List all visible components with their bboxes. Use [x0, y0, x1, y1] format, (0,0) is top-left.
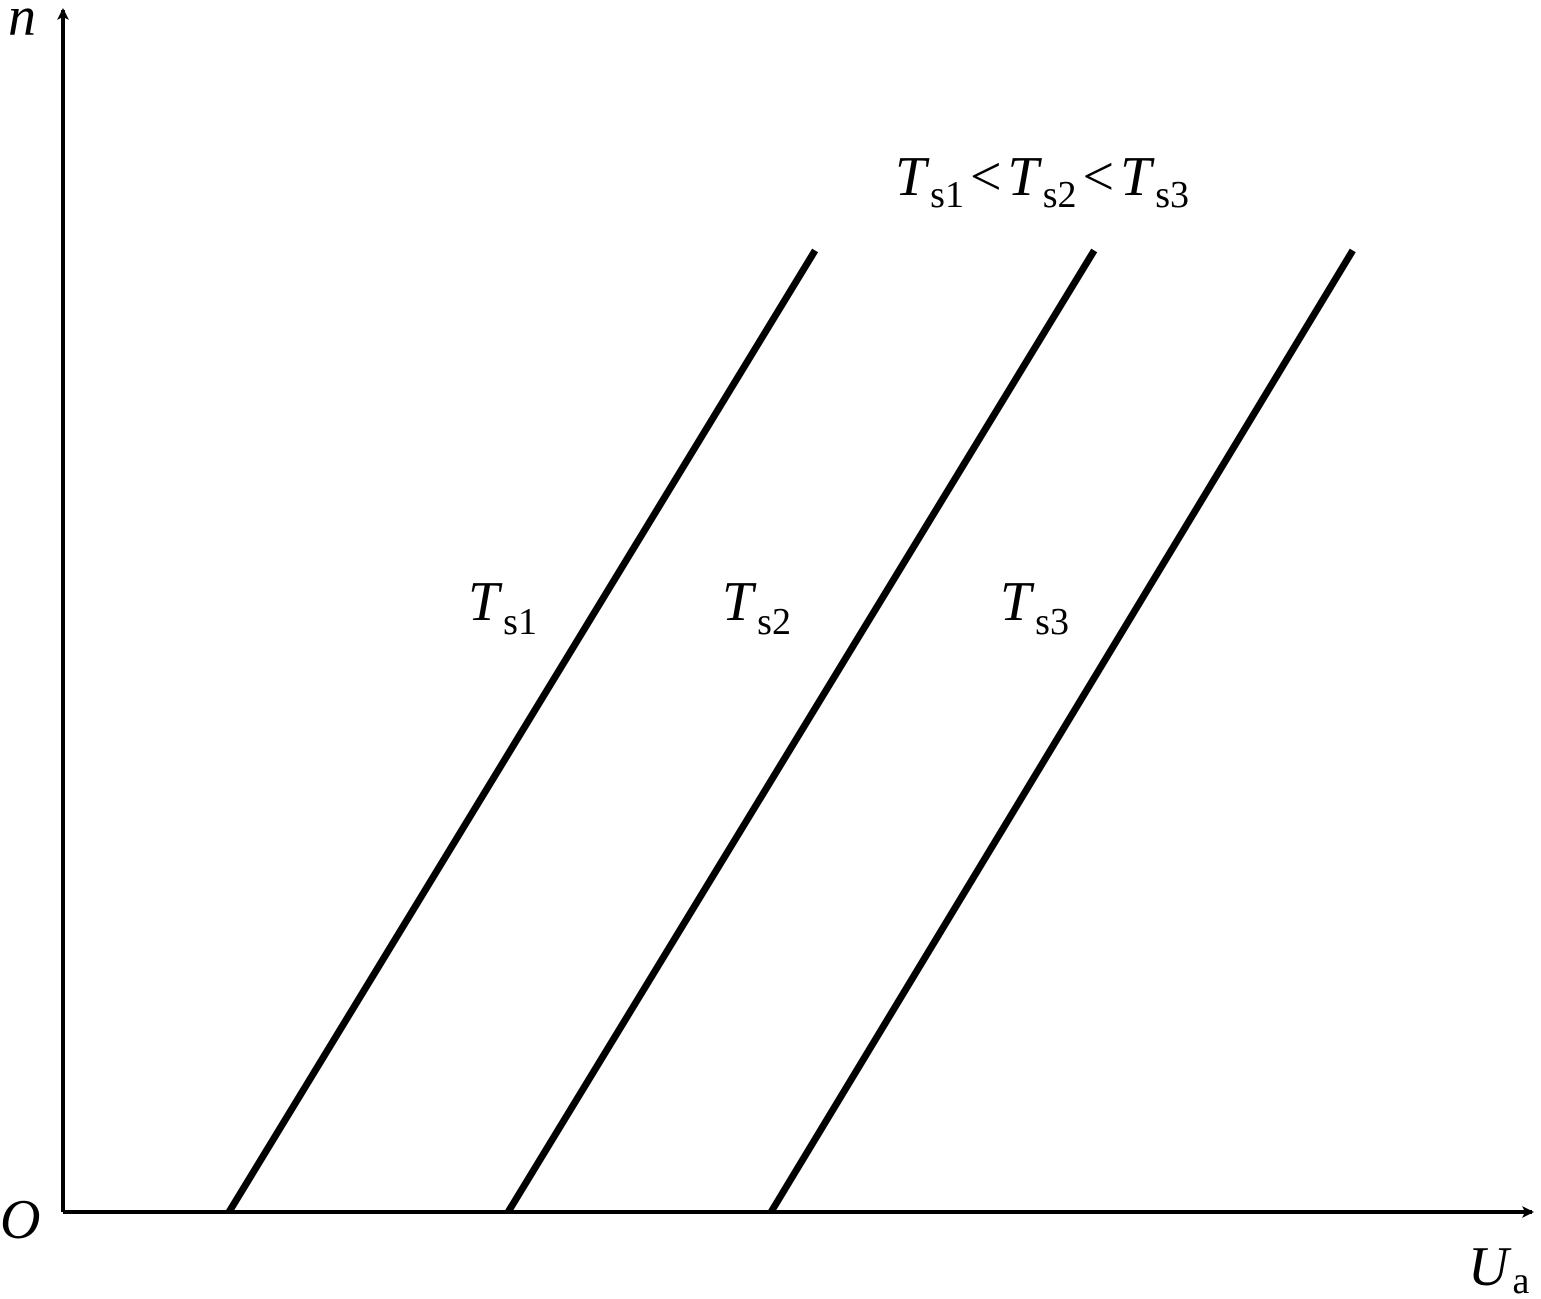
- y-axis-label: n: [8, 0, 36, 48]
- series-line-ts1: [226, 248, 819, 1214]
- series-line-ts2: [505, 248, 1098, 1214]
- series-line-ts3: [768, 248, 1356, 1214]
- origin-label: O: [0, 1189, 40, 1251]
